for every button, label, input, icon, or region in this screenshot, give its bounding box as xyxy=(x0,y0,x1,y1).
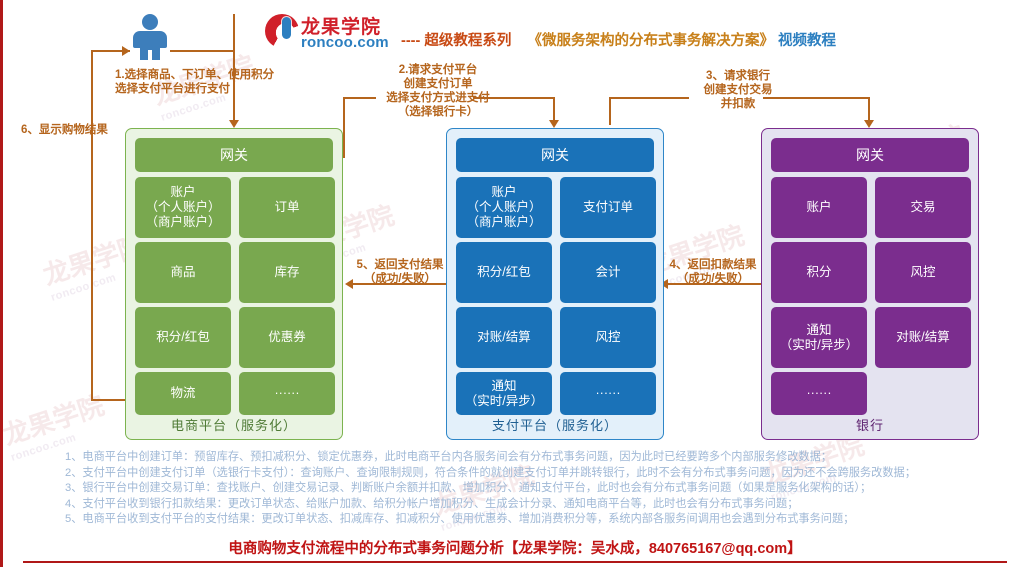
flow-note-5: 5、返回支付结果 （成功/失败） xyxy=(356,259,444,285)
service-cell[interactable]: 通知 （实时/异步） xyxy=(771,307,867,368)
logo-text-en: roncoo.com xyxy=(301,34,389,51)
service-cell[interactable]: ······ xyxy=(560,372,656,415)
flow5-arrowhead xyxy=(345,279,353,289)
flow2-line-v-right xyxy=(553,97,555,125)
flow3-line-v-left xyxy=(609,97,611,125)
explanatory-notes: 1、电商平台中创建订单：预留库存、预扣减积分、锁定优惠券，此时电商平台内各服务间… xyxy=(65,450,1015,528)
flow-note-2: 2.请求支付平台 创建支付订单 选择支付方式进支付 （选择银行卡） xyxy=(386,64,490,118)
service-cell[interactable]: 风控 xyxy=(560,307,656,368)
service-cell[interactable]: 风控 xyxy=(875,242,971,303)
flow6-line-h-bottom xyxy=(91,399,125,401)
service-cell[interactable]: 库存 xyxy=(239,242,335,303)
flow3-line-v-right xyxy=(868,97,870,125)
service-cell[interactable]: 交易 xyxy=(875,177,971,238)
flow1-line-v2 xyxy=(233,50,235,125)
flow3-line-h-right xyxy=(763,97,870,99)
service-cell[interactable]: 支付订单 xyxy=(560,177,656,238)
flow5-line-h xyxy=(353,283,446,285)
footer-title: 电商购物支付流程中的分布式事务问题分析【龙果学院：吴水成，840765167@q… xyxy=(228,541,802,557)
service-cell[interactable]: 对账/结算 xyxy=(456,307,552,368)
service-cell[interactable]: 物流 xyxy=(135,372,231,415)
headline-dash: ---- xyxy=(401,33,421,49)
note-line: 4、支付平台收到银行扣款结果：更改订单状态、给账户加款、给积分帐户增加积分、生成… xyxy=(65,497,799,510)
service-cell[interactable]: ······ xyxy=(239,372,335,415)
note-line: 1、电商平台中创建订单：预留库存、预扣减积分、锁定优惠券，此时电商平台内各服务间… xyxy=(65,451,832,463)
flow4-arrowhead xyxy=(660,279,668,289)
service-gateway[interactable]: 网关 xyxy=(771,138,969,172)
panel-payment-platform: 网关 账户 （个人账户） （商户账户） 支付订单 积分/红包 会计 对账/结算 … xyxy=(446,128,664,440)
service-cell[interactable]: 积分/红包 xyxy=(456,242,552,303)
service-cell[interactable]: 订单 xyxy=(239,177,335,238)
flow1-line-v1 xyxy=(233,14,235,51)
note-line: 5、电商平台收到支付平台的支付结果：更改订单状态、扣减库存、扣减积分、使用优惠券… xyxy=(65,513,855,526)
flow-note-6: 6、显示购物结果 xyxy=(21,124,108,136)
service-cell[interactable]: 优惠券 xyxy=(239,307,335,368)
flow1-line-h xyxy=(170,50,235,52)
page-header: 龙果学院 roncoo.com ---- 超级教程系列 《微服务架构的分布式事务… xyxy=(3,8,1024,56)
brand-logo: 龙果学院 roncoo.com xyxy=(265,12,393,54)
panel-caption: 电商平台（服务化） xyxy=(170,418,297,433)
panel-inner: 网关 账户 交易 积分 风控 通知 （实时/异步） 对账/结算 ······ xyxy=(771,138,971,415)
service-gateway[interactable]: 网关 xyxy=(456,138,654,172)
flow4-line-h xyxy=(668,283,761,285)
note-line: 2、支付平台中创建支付订单（选银行卡支付）：查询账户、查询限制规则，符合条件的就… xyxy=(65,466,916,479)
panel-inner: 网关 账户 （个人账户） （商户账户） 支付订单 积分/红包 会计 对账/结算 … xyxy=(456,138,656,415)
headline-series: 超级教程系列 xyxy=(424,33,512,49)
flow6-line-v xyxy=(91,50,93,400)
flow2-line-h-right xyxy=(473,97,555,99)
panel-caption: 支付平台（服务化） xyxy=(491,418,618,433)
service-cell[interactable]: ······ xyxy=(771,372,867,415)
flow3-arrowhead xyxy=(864,120,874,128)
flow-note-3: 3、请求银行 创建支付交易 并扣款 xyxy=(703,70,773,110)
flow-note-1: 1.选择商品、下订单、使用积分 选择支付平台进行支付 xyxy=(115,69,275,95)
flow6-line-h-top xyxy=(91,50,130,52)
service-cell[interactable]: 通知 （实时/异步） xyxy=(456,372,552,415)
service-cell[interactable]: 商品 xyxy=(135,242,231,303)
page-title: ---- 超级教程系列 《微服务架构的分布式事务解决方案》 视频教程 xyxy=(401,29,836,50)
user-person-icon xyxy=(130,14,170,60)
footer-divider xyxy=(23,561,1007,563)
panel-bank: 网关 账户 交易 积分 风控 通知 （实时/异步） 对账/结算 ······ 银… xyxy=(761,128,979,440)
person-legs xyxy=(140,46,160,60)
person-body xyxy=(133,31,167,48)
flow-note-4: 4、返回扣款结果 （成功/失败） xyxy=(669,259,757,285)
panel-inner: 网关 账户 （个人账户） （商户账户） 订单 商品 库存 积分/红包 优惠券 物… xyxy=(135,138,335,415)
flow3-line-h-left xyxy=(609,97,689,99)
roncoo-logo-icon xyxy=(265,14,299,48)
note-line: 3、银行平台中创建交易订单：查找账户、创建交易记录、判断账户余额并扣款、增加积分… xyxy=(65,482,872,495)
service-gateway[interactable]: 网关 xyxy=(135,138,333,172)
person-head xyxy=(142,14,158,30)
service-cell[interactable]: 对账/结算 xyxy=(875,307,971,368)
headline-course: 《微服务架构的分布式事务解决方案》 xyxy=(527,33,774,49)
panel-ecommerce-platform: 网关 账户 （个人账户） （商户账户） 订单 商品 库存 积分/红包 优惠券 物… xyxy=(125,128,343,440)
panel-caption: 银行 xyxy=(855,418,884,433)
flow2-line-h-left xyxy=(343,97,376,99)
logo-text-cn: 龙果学院 xyxy=(301,17,382,38)
flow6-arrowhead xyxy=(122,46,130,56)
headline-suffix: 视频教程 xyxy=(778,33,837,49)
service-cell[interactable]: 积分 xyxy=(771,242,867,303)
service-cell[interactable]: 账户 xyxy=(771,177,867,238)
service-cell[interactable]: 账户 （个人账户） （商户账户） xyxy=(456,177,552,238)
flow2-arrowhead xyxy=(549,120,559,128)
service-cell[interactable]: 积分/红包 xyxy=(135,307,231,368)
flow1-arrowhead xyxy=(229,120,239,128)
flow2-line-v-left xyxy=(343,97,345,158)
service-cell[interactable]: 会计 xyxy=(560,242,656,303)
footer-bar: 电商购物支付流程中的分布式事务问题分析【龙果学院：吴水成，840765167@q… xyxy=(3,533,1024,567)
service-cell[interactable]: 账户 （个人账户） （商户账户） xyxy=(135,177,231,238)
